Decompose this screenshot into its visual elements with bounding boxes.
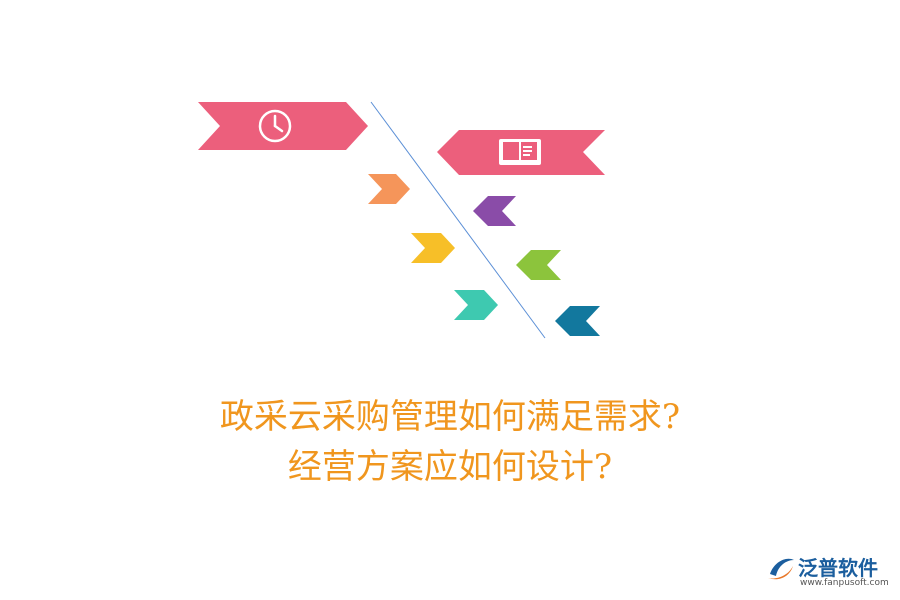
chevron-teal: [454, 290, 498, 320]
chevron-blue: [555, 306, 600, 336]
chevron-green: [516, 250, 561, 280]
book-banner: [437, 130, 605, 175]
chevron-orange: [368, 174, 410, 204]
diagonal-divider: [370, 101, 546, 339]
book-icon: [499, 139, 541, 165]
clock-banner: [198, 102, 368, 150]
logo-name: 泛普软件: [798, 556, 878, 580]
page-title: 政采云采购管理如何满足需求? 经营方案应如何设计?: [0, 392, 900, 492]
fishbone-diagram: [198, 101, 605, 339]
title-line-1: 政采云采购管理如何满足需求?: [219, 397, 681, 437]
chevron-purple: [473, 196, 516, 226]
logo-url: www.fanpusoft.com: [800, 578, 889, 588]
logo-mark-icon: [768, 558, 794, 580]
chevron-yellow: [411, 233, 455, 263]
clock-icon: [258, 109, 292, 143]
brand-logo: 泛普软件 www.fanpusoft.com: [766, 552, 896, 592]
title-line-2: 经营方案应如何设计?: [287, 447, 613, 487]
